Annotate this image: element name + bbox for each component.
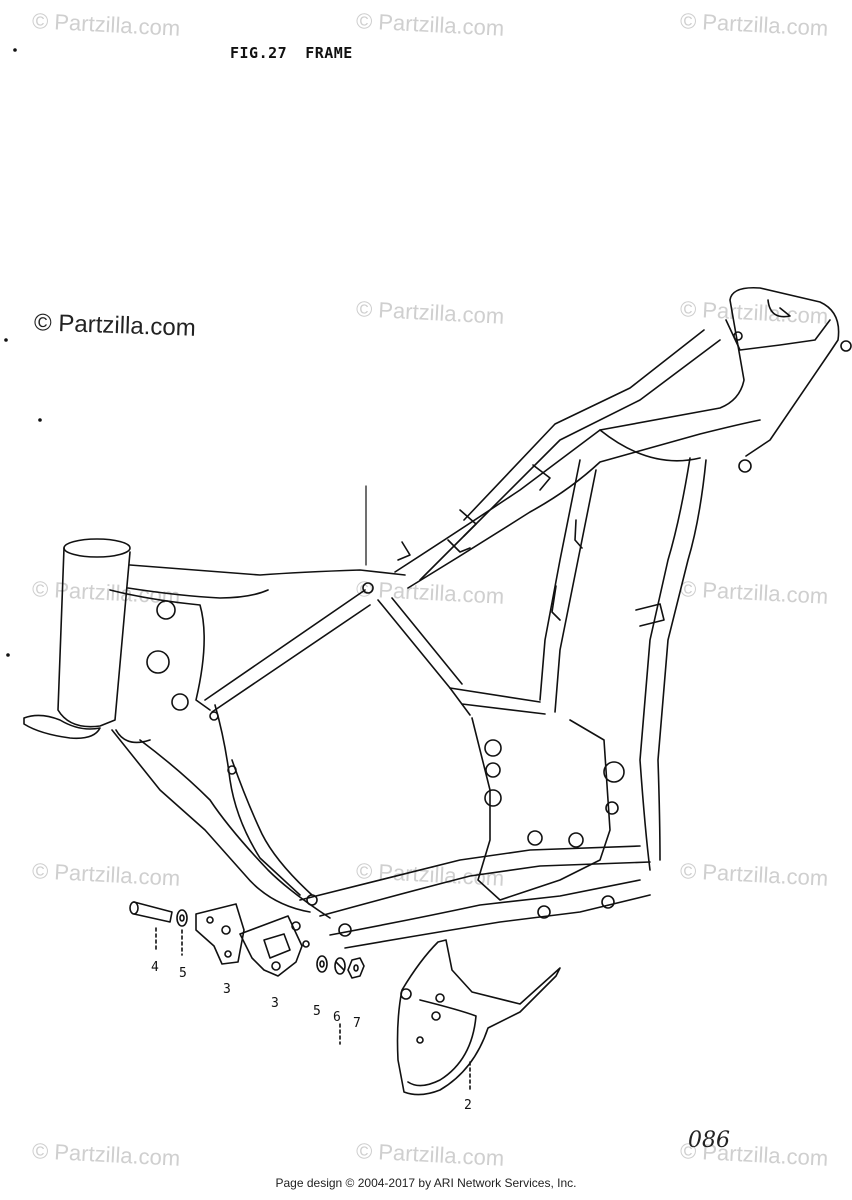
part-6-lockwasher: [334, 957, 346, 975]
top-tube: [129, 564, 406, 576]
part-7-nut: [339, 957, 365, 1045]
part-3-plate-b: [239, 915, 310, 977]
callout-6: 6: [333, 1010, 341, 1025]
callout-2: 2: [464, 1098, 472, 1113]
callout-5b: 5: [313, 1004, 321, 1019]
gusset-plate: [109, 589, 211, 711]
part-4-bolt: [129, 901, 173, 951]
callout-3b: 3: [271, 996, 279, 1011]
rear-loop: [725, 319, 831, 351]
seat-stay: [419, 339, 721, 581]
figure-title: FIG.27 FRAME: [230, 44, 371, 62]
rear-down-tube: [539, 459, 581, 701]
callout-5a: 5: [179, 966, 187, 981]
cross-tube-right: [377, 599, 471, 716]
figure-name: FRAME: [305, 44, 353, 62]
pivot-plate: [471, 717, 611, 901]
part-5-washer-b: [316, 955, 328, 973]
cross-tube-left: [204, 589, 366, 701]
figure-number: FIG.27: [230, 44, 288, 62]
callout-4: 4: [151, 960, 159, 975]
bottom-rail: [299, 845, 641, 901]
part-3-plate-a: [195, 903, 245, 965]
part-5-washer-a: [176, 909, 188, 956]
footer-copyright: Page design © 2004-2017 by ARI Network S…: [275, 1176, 577, 1190]
callout-3a: 3: [223, 982, 231, 997]
page-number: 086: [688, 1128, 730, 1153]
down-tube: [111, 729, 311, 913]
head-tube: [23, 538, 151, 744]
callout-7: 7: [353, 1016, 361, 1031]
part-2-skid-plate: [396, 939, 561, 1096]
upper-rail: [394, 286, 840, 573]
